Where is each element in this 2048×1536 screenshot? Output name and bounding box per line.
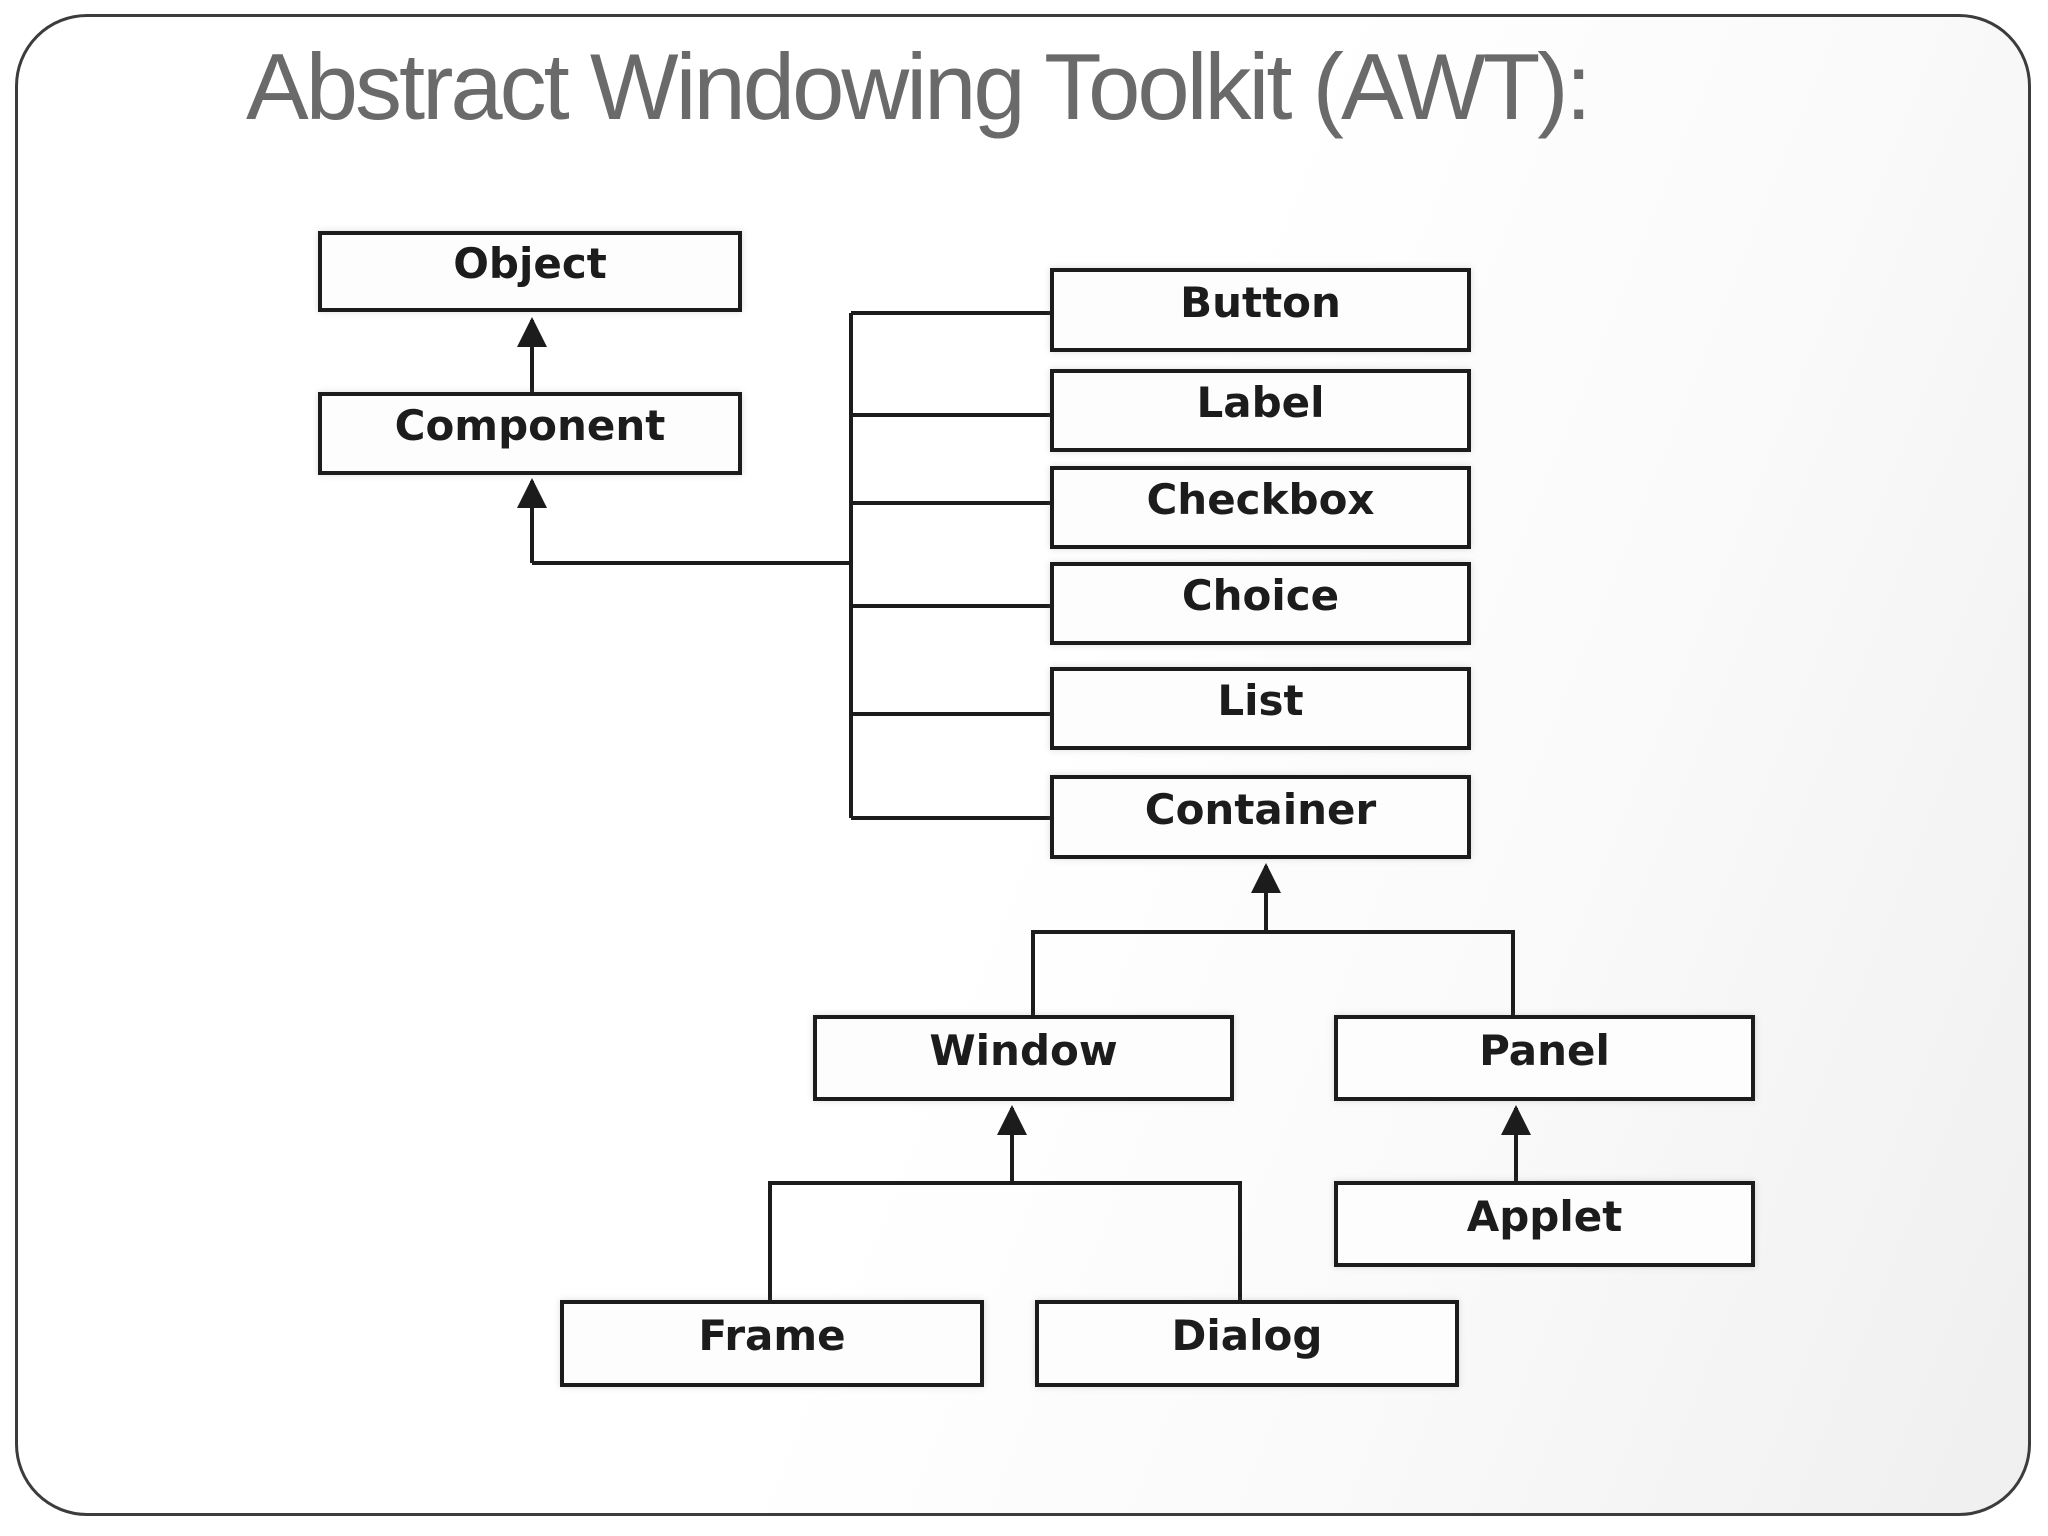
node-button: Button — [1050, 268, 1471, 352]
node-list: List — [1050, 667, 1471, 750]
node-applet: Applet — [1334, 1181, 1755, 1267]
node-component: Component — [318, 392, 742, 475]
node-label: Label — [1050, 369, 1471, 452]
node-frame: Frame — [560, 1300, 984, 1387]
node-choice: Choice — [1050, 562, 1471, 645]
page-title: Abstract Windowing Toolkit (AWT): — [246, 34, 1592, 139]
node-window: Window — [813, 1015, 1234, 1101]
node-object: Object — [318, 231, 742, 312]
node-container: Container — [1050, 775, 1471, 859]
node-checkbox: Checkbox — [1050, 466, 1471, 549]
node-panel: Panel — [1334, 1015, 1755, 1101]
node-dialog: Dialog — [1035, 1300, 1459, 1387]
